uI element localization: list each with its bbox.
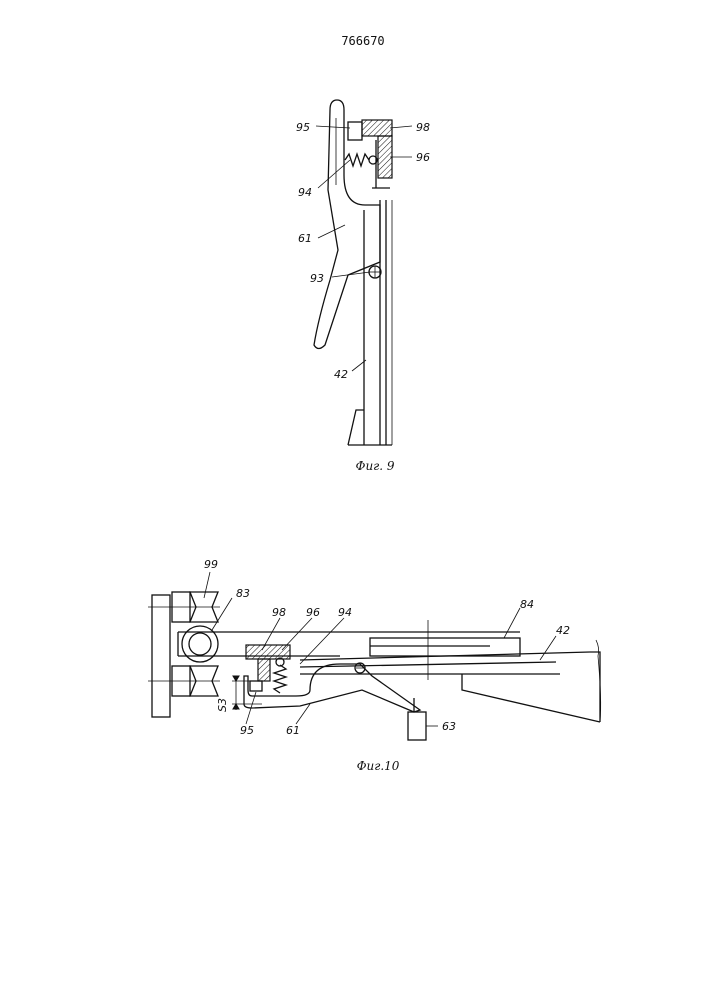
figure-10-caption: Фиг.10 bbox=[357, 759, 400, 773]
fig9-label-96: 96 bbox=[416, 151, 430, 164]
fig10-label-83: 83 bbox=[236, 587, 250, 600]
fig9-label-42: 42 bbox=[334, 368, 348, 381]
fig10-label-94: 94 bbox=[338, 606, 352, 619]
fig9-label-61: 61 bbox=[298, 232, 312, 245]
figure-9: 95 98 96 94 61 93 42 Фиг. 9 bbox=[296, 100, 430, 473]
fig10-label-42: 42 bbox=[556, 624, 570, 637]
spring-94-fig10 bbox=[274, 665, 286, 693]
fig9-label-95: 95 bbox=[296, 121, 310, 134]
weight-63 bbox=[408, 712, 426, 740]
fig10-label-99: 99 bbox=[204, 558, 218, 571]
lever-61 bbox=[314, 100, 380, 349]
spring-94 bbox=[345, 154, 369, 166]
fig10-label-95: 95 bbox=[240, 724, 254, 737]
fig9-label-94: 94 bbox=[298, 186, 312, 199]
fig9-label-93: 93 bbox=[310, 272, 324, 285]
bar-84 bbox=[370, 638, 520, 656]
fig10-label-63: 63 bbox=[442, 720, 456, 733]
figure-10: 99 83 98 96 94 84 42 S3 95 61 63 Фиг.10 bbox=[148, 558, 601, 773]
fig10-label-96: 96 bbox=[306, 606, 320, 619]
patent-number: 766670 bbox=[341, 34, 384, 48]
fig10-label-98: 98 bbox=[272, 606, 286, 619]
figure-9-caption: Фиг. 9 bbox=[355, 459, 394, 473]
fig10-label-84: 84 bbox=[520, 598, 534, 611]
fig9-label-98: 98 bbox=[416, 121, 430, 134]
base-plate bbox=[152, 595, 170, 717]
fig10-label-61: 61 bbox=[286, 724, 300, 737]
fig10-label-s3: S3 bbox=[216, 698, 229, 712]
